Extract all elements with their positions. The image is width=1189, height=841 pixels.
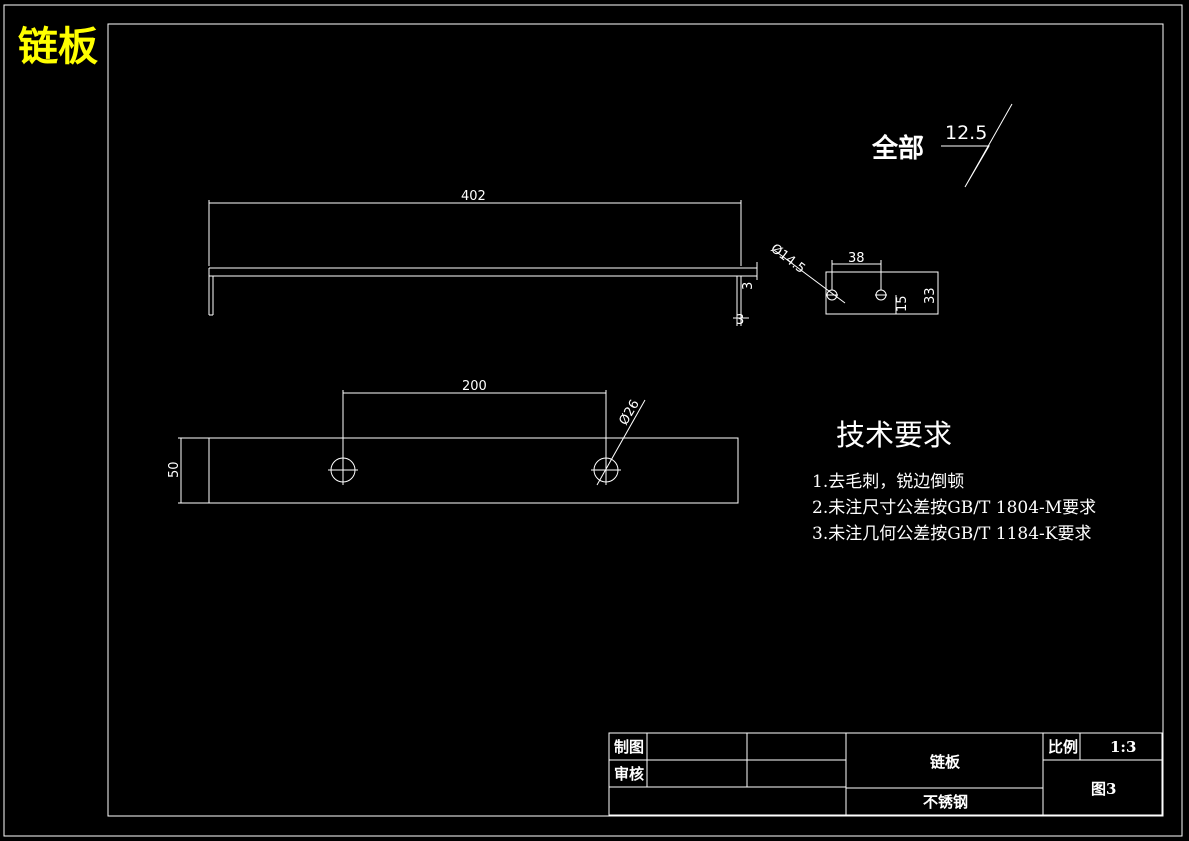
scale-label: 比例 — [1048, 738, 1078, 756]
tech-requirements: 技术要求 1.去毛刺，锐边倒顿 2.未注尺寸公差按GB/T 1804-M要求 3… — [812, 418, 1096, 544]
length-dim: 402 — [461, 189, 486, 204]
flange-dim: 3 — [741, 282, 756, 290]
title-block: 制图 审核 链板 不锈钢 比例 1:3 图3 — [608, 732, 1163, 816]
top-view: 402 3 3 — [208, 189, 758, 328]
review-label: 审核 — [614, 765, 644, 783]
width-dim: 50 — [167, 461, 182, 478]
drawn-label: 制图 — [614, 738, 644, 756]
inner-border — [107, 23, 1164, 817]
height-dim: 33 — [923, 287, 938, 304]
outer-border — [3, 4, 1183, 837]
front-view: 50 200 Ø26 — [167, 379, 739, 504]
side-view: 38 Ø14.5 15 33 — [768, 241, 939, 315]
tech-item-2: 2.未注尺寸公差按GB/T 1804-M要求 — [812, 498, 1096, 518]
tech-item-3: 3.未注几何公差按GB/T 1184-K要求 — [812, 524, 1091, 544]
thickness-dim: 3 — [736, 313, 744, 328]
drawing-number: 图3 — [1091, 780, 1116, 798]
hole-spacing-dim: 38 — [848, 251, 865, 266]
tech-item-1: 1.去毛刺，锐边倒顿 — [812, 472, 964, 492]
front-hole-spacing-dim: 200 — [462, 379, 487, 394]
roughness-value: 12.5 — [945, 122, 987, 144]
part-name: 链板 — [930, 753, 961, 771]
hole-dia-dim: Ø14.5 — [768, 241, 808, 277]
hole-height-dim: 15 — [895, 295, 910, 312]
front-hole-dia-dim: Ø26 — [616, 397, 642, 428]
roughness-symbol: 全部 12.5 — [871, 103, 1013, 188]
roughness-label: 全部 — [871, 133, 924, 164]
tech-title: 技术要求 — [836, 418, 952, 452]
scale-value: 1:3 — [1110, 738, 1136, 756]
material: 不锈钢 — [923, 793, 968, 811]
drawing-title: 链板 — [18, 24, 98, 70]
